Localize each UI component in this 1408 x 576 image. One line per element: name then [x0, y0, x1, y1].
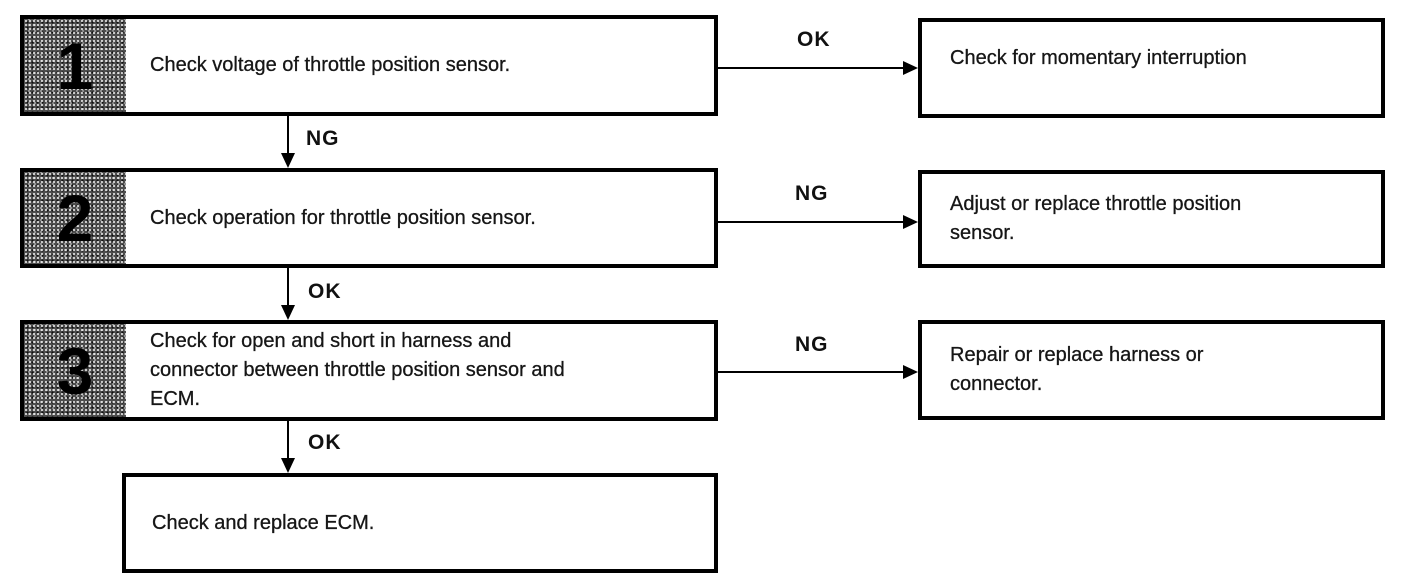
arrowhead-down-icon — [281, 458, 295, 473]
step-label: Check for open and short in harness and … — [150, 330, 565, 410]
arrowhead-down-icon — [281, 305, 295, 320]
step-number-badge-1: 1 — [24, 19, 126, 112]
connector-right-2 — [718, 221, 904, 223]
result-box-2: Adjust or replace throttle position sens… — [918, 170, 1385, 268]
step-number: 1 — [56, 28, 94, 103]
final-step-label: Check and replace ECM. — [152, 511, 375, 534]
connector-right-label-3: NG — [795, 333, 829, 356]
result-label: Check for momentary interruption — [950, 47, 1247, 69]
result-box-3: Repair or replace harness or connector. — [918, 320, 1385, 420]
step-text-wrap: Check operation for throttle position se… — [126, 172, 714, 264]
step-number: 3 — [56, 333, 94, 408]
connector-down-label-3: OK — [308, 431, 342, 454]
step-number: 2 — [56, 181, 94, 255]
step-box-1: 1 Check voltage of throttle position sen… — [20, 15, 718, 116]
step-number-badge-3: 3 — [24, 324, 126, 417]
connector-down-3 — [287, 421, 289, 459]
step-number-badge-2: 2 — [24, 172, 126, 264]
connector-down-label-1: NG — [306, 127, 340, 150]
step-label: Check voltage of throttle position senso… — [150, 54, 511, 76]
step-label: Check operation for throttle position se… — [150, 206, 536, 229]
connector-down-2 — [287, 268, 289, 306]
connector-right-label-2: NG — [795, 182, 829, 205]
connector-right-1 — [718, 67, 904, 69]
arrowhead-right-icon — [903, 365, 918, 379]
arrowhead-right-icon — [903, 61, 918, 75]
result-label: Adjust or replace throttle position sens… — [950, 193, 1242, 244]
step-text-wrap: Check for open and short in harness and … — [126, 324, 714, 417]
connector-down-label-2: OK — [308, 280, 342, 303]
final-step-box: Check and replace ECM. — [122, 473, 718, 573]
step-box-2: 2 Check operation for throttle position … — [20, 168, 718, 268]
connector-right-label-1: OK — [797, 28, 831, 51]
arrowhead-down-icon — [281, 153, 295, 168]
connector-right-3 — [718, 371, 904, 373]
result-label: Repair or replace harness or connector. — [950, 344, 1204, 395]
connector-down-1 — [287, 116, 289, 155]
result-box-1: Check for momentary interruption — [918, 18, 1385, 118]
step-box-3: 3 Check for open and short in harness an… — [20, 320, 718, 421]
arrowhead-right-icon — [903, 215, 918, 229]
step-text-wrap: Check voltage of throttle position senso… — [126, 19, 714, 112]
